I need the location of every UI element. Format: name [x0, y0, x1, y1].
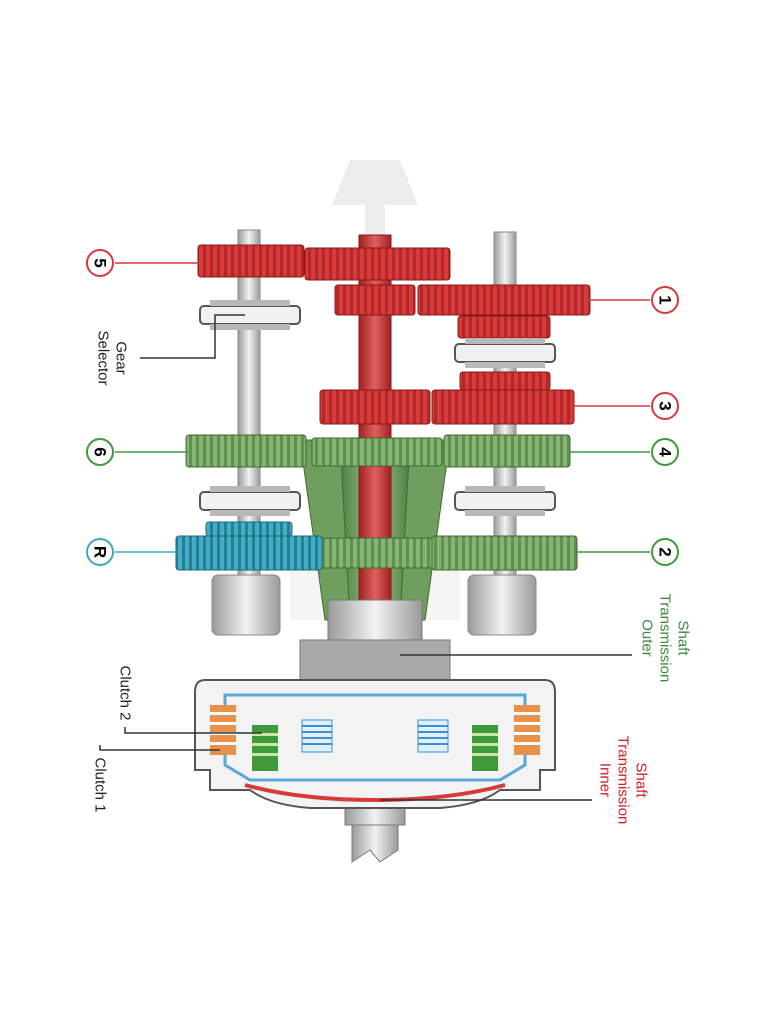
gear-marker-4-label: 4 — [656, 447, 675, 457]
clutch-2-label-group: Clutch 2 — [117, 665, 134, 720]
gear-selector-label-line1: Gear — [113, 341, 130, 374]
gear-marker-1: 1 — [651, 286, 679, 314]
gear-6-pair — [185, 434, 571, 468]
clutch-hub — [299, 599, 451, 681]
clutch-1-label: Clutch 1 — [92, 757, 109, 812]
inner-shaft-label-line1: Inner — [597, 763, 614, 797]
output-arrow — [332, 160, 418, 240]
outer-shaft-label-group: Outer Transmission Shaft — [639, 594, 692, 683]
clutch-2-label: Clutch 2 — [117, 665, 134, 720]
clutch-1-plates — [210, 705, 540, 755]
gear-marker-5: 5 — [86, 249, 114, 277]
gear-2-pair — [304, 535, 578, 571]
inner-shaft-label-group: Inner Transmission Shaft — [597, 736, 650, 825]
gear-marker-2: 2 — [651, 538, 679, 566]
gear-marker-4: 4 — [651, 438, 679, 466]
gear-selector-right-upper — [454, 338, 556, 368]
gear-marker-6: 6 — [86, 438, 114, 466]
input-shaft — [344, 804, 406, 863]
gear-selector-label-group: Gear Selector — [95, 330, 130, 385]
inner-shaft-label-line3: Shaft — [633, 762, 650, 798]
clutch-1-label-group: Clutch 1 — [92, 757, 109, 812]
gear-3-pair — [319, 371, 575, 425]
gear-marker-r-label: R — [91, 546, 110, 558]
gear-marker-3-label: 3 — [656, 401, 675, 410]
gear-selector-right-lower — [454, 486, 556, 516]
gear-marker-3: 3 — [651, 392, 679, 420]
gear-reverse — [175, 521, 323, 571]
outer-shaft-label-line2: Transmission — [657, 594, 674, 683]
gear-marker-6-label: 6 — [91, 447, 110, 456]
clutch-housing — [194, 679, 556, 809]
gear-marker-2-label: 2 — [656, 547, 675, 556]
gear-marker-r: R — [86, 538, 114, 566]
gear-selector-label-line2: Selector — [95, 330, 112, 385]
leader-lines — [99, 262, 650, 801]
clutch-2-plates — [252, 725, 498, 771]
gear-5-pair — [197, 244, 451, 281]
clutch-springs — [301, 719, 449, 753]
inner-shaft-label-line2: Transmission — [615, 736, 632, 825]
outer-shaft-label-line3: Shaft — [675, 620, 692, 656]
gear-selector-left-lower — [199, 486, 301, 516]
outer-shaft-label-line1: Outer — [639, 619, 656, 657]
gear-marker-5-label: 5 — [91, 258, 110, 267]
gear-marker-1-label: 1 — [656, 295, 675, 304]
countershaft-left — [211, 229, 281, 636]
gear-selector-left-upper — [199, 300, 301, 330]
